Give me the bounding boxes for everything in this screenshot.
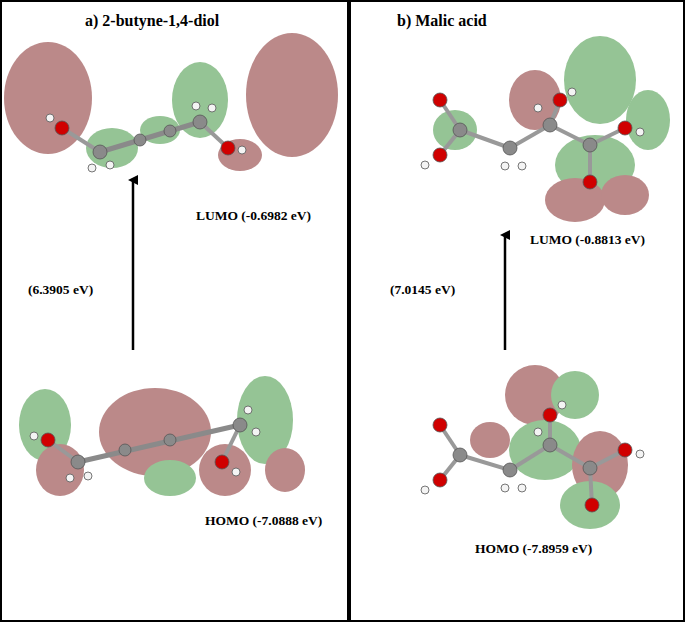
orbital-label: LUMO (-0.8813 eV) [530,232,645,248]
orbital-label: LUMO (-0.6982 eV) [196,208,311,224]
gap-arrow [132,180,135,350]
orbital-label: (7.0145 eV) [390,282,455,298]
orbital-label: (6.3905 eV) [28,282,93,298]
panel-title: b) Malic acid [397,12,487,30]
orbital-label: HOMO (-7.0888 eV) [205,513,322,529]
figure-panel: a) 2-butyne-1,4-diol [0,0,349,622]
gap-arrow [504,235,507,350]
figure-panel: b) Malic acid [347,0,685,622]
orbital-label: HOMO (-7.8959 eV) [475,541,592,557]
panel-title: a) 2-butyne-1,4-diol [85,12,219,30]
